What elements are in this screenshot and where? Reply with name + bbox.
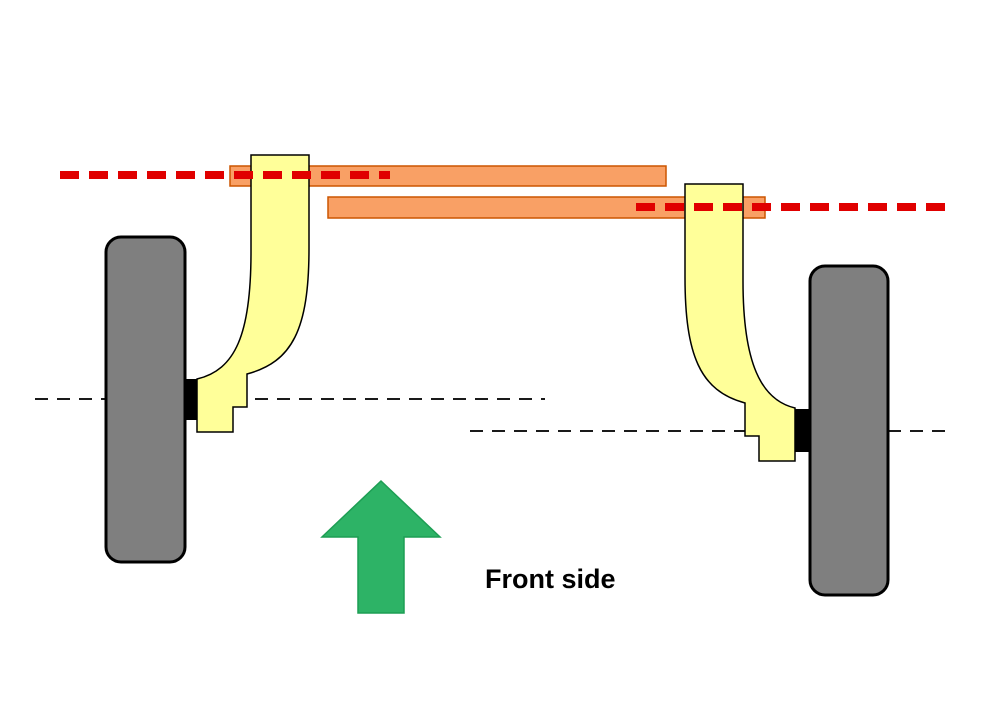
front-side-label: Front side <box>485 564 616 594</box>
left-wheel <box>104 235 187 564</box>
left-trailing-arm <box>196 154 310 433</box>
right-wheel <box>808 264 890 597</box>
right-trailing-arm <box>684 183 796 462</box>
front-direction-arrow <box>320 479 442 614</box>
